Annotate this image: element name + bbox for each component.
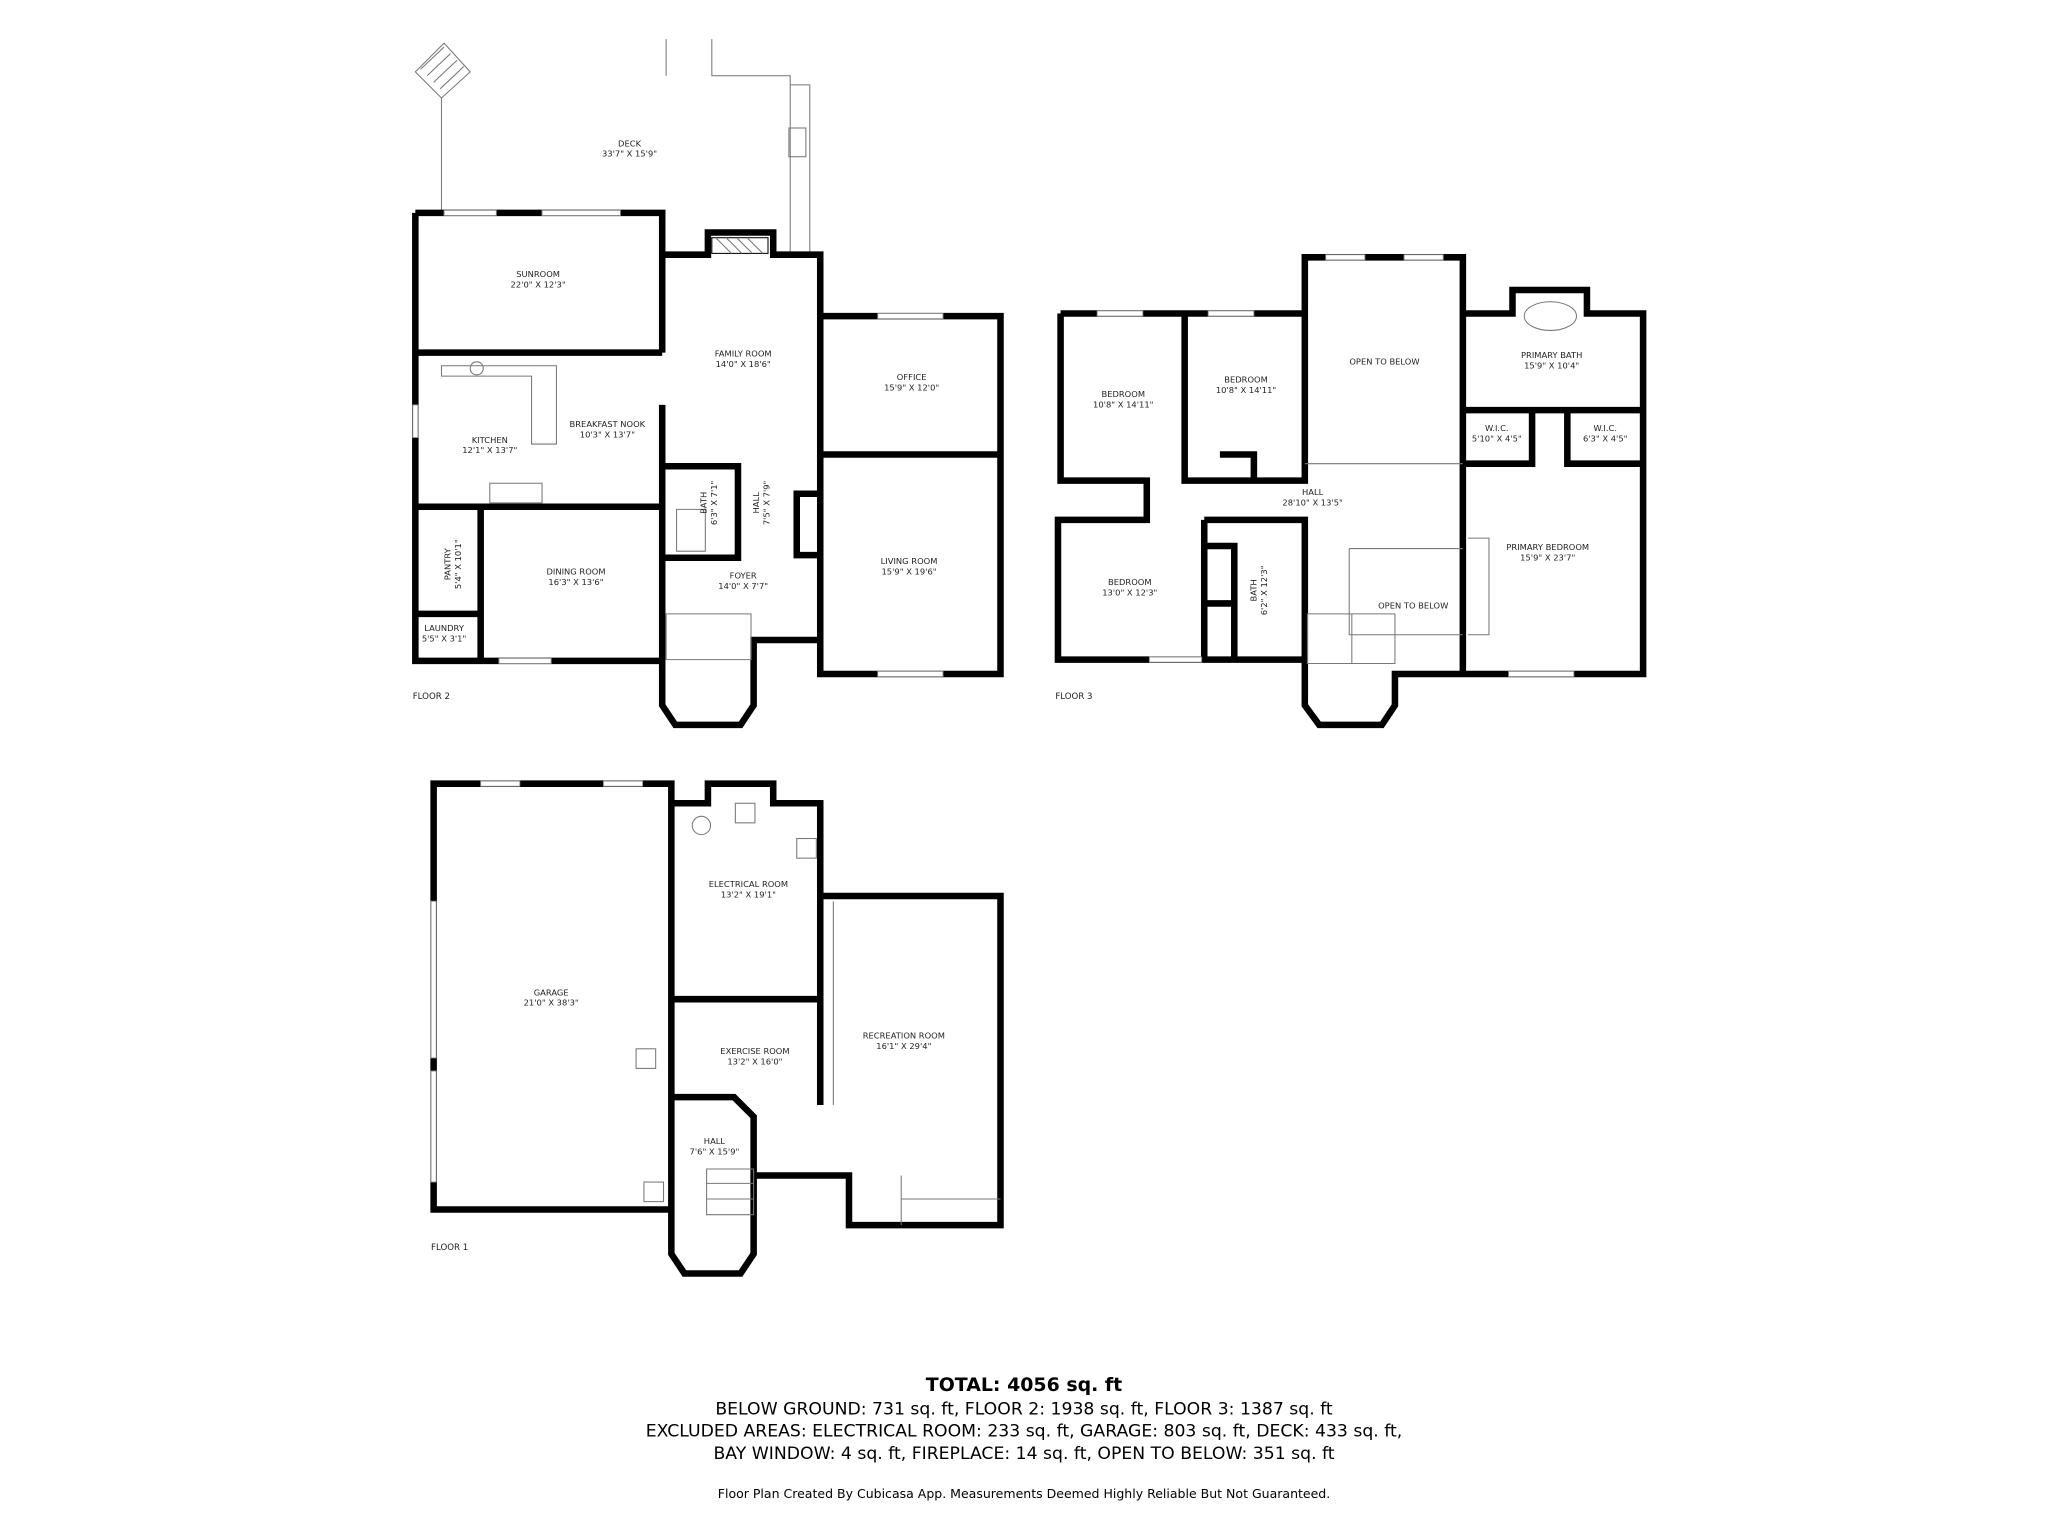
stove-icon xyxy=(469,361,484,376)
floor-label: FLOOR 3 xyxy=(1055,692,1092,702)
floor-3-walls xyxy=(1054,254,1647,729)
room-label: SUNROOM xyxy=(516,269,560,279)
room-dims: 15'9" X 23'7" xyxy=(1520,552,1575,562)
room-dims: 6'3" X 4'5" xyxy=(1583,433,1628,443)
room-dims: 5'10" X 4'5" xyxy=(1472,433,1522,443)
room-dims: 33'7" X 15'9" xyxy=(602,149,657,159)
deck-stair-icon xyxy=(420,46,465,90)
excluded-areas-cont: BAY WINDOW: 4 sq. ft, FIREPLACE: 14 sq. … xyxy=(713,1444,1334,1464)
room-label: BREAKFAST NOOK xyxy=(570,419,646,429)
room-dims: 16'1" X 29'4" xyxy=(876,1041,931,1051)
room-dims: 5'5" X 3'1" xyxy=(422,633,467,643)
floor-1-plan: GARAGE 21'0" X 38'3" ELECTRICAL ROOM 13'… xyxy=(430,780,1004,1277)
room-label: HALL xyxy=(751,492,761,514)
room-dims: 13'0" X 12'3" xyxy=(1102,588,1157,598)
room-dims: 15'9" X 12'0" xyxy=(884,383,939,393)
floor-1-walls xyxy=(430,780,1004,1277)
excluded-areas: EXCLUDED AREAS: ELECTRICAL ROOM: 233 sq.… xyxy=(646,1422,1403,1442)
room-dims: 14'0" X 18'6" xyxy=(716,359,771,369)
room-dims: 13'2" X 19'1" xyxy=(721,889,776,899)
room-dims: 22'0" X 12'3" xyxy=(511,279,566,289)
room-dims: 7'5" X 7'9" xyxy=(761,480,771,525)
room-label: LAUNDRY xyxy=(424,623,465,633)
room-label: ELECTRICAL ROOM xyxy=(709,879,788,889)
deck-outline xyxy=(414,39,811,256)
room-label: PRIMARY BATH xyxy=(1521,350,1582,360)
room-dims: 10'8" X 14'11" xyxy=(1216,385,1277,395)
room-label: DECK xyxy=(618,138,642,148)
grill-icon xyxy=(788,127,807,158)
room-label: FAMILY ROOM xyxy=(715,349,772,359)
room-label: W.I.C. xyxy=(1485,423,1509,433)
room-dims: 6'3" X 7'1" xyxy=(709,480,719,525)
room-label: W.I.C. xyxy=(1593,423,1617,433)
floor-3-plan: BEDROOM 10'8" X 14'11" BEDROOM 10'8" X 1… xyxy=(1054,254,1647,729)
total-area: TOTAL: 4056 sq. ft xyxy=(926,1374,1122,1396)
room-dims: 13'2" X 16'0" xyxy=(727,1056,782,1066)
room-label: GARAGE xyxy=(534,987,569,997)
floor-label: FLOOR 2 xyxy=(413,692,450,702)
room-label: OPEN TO BELOW xyxy=(1349,356,1419,366)
room-dims: 21'0" X 38'3" xyxy=(524,998,579,1008)
water-heater-icon xyxy=(691,815,712,836)
room-label: OPEN TO BELOW xyxy=(1378,601,1448,611)
room-label: BEDROOM xyxy=(1224,375,1268,385)
floor-label: FLOOR 1 xyxy=(431,1243,468,1253)
room-label: FOYER xyxy=(730,571,757,581)
room-dims: 16'3" X 13'6" xyxy=(548,577,603,587)
room-label: PRIMARY BEDROOM xyxy=(1506,542,1589,552)
room-dims: 14'0" X 7'7" xyxy=(718,581,768,591)
floor-2-walls xyxy=(412,209,1004,729)
room-label: OFFICE xyxy=(897,372,927,382)
room-label: KITCHEN xyxy=(472,435,508,445)
area-breakdown: BELOW GROUND: 731 sq. ft, FLOOR 2: 1938 … xyxy=(715,1400,1333,1420)
room-label: DINING ROOM xyxy=(546,567,605,577)
room-dims: 28'10" X 13'5" xyxy=(1282,497,1343,507)
room-label: BEDROOM xyxy=(1108,577,1152,587)
room-label: BATH xyxy=(1248,579,1258,601)
room-dims: 10'3" X 13'7" xyxy=(580,430,635,440)
room-dims: 7'6" X 15'9" xyxy=(690,1147,740,1157)
fireplace-icon xyxy=(711,237,769,254)
room-label: EXERCISE ROOM xyxy=(720,1046,789,1056)
room-dims: 15'9" X 19'6" xyxy=(881,567,936,577)
room-label: RECREATION ROOM xyxy=(863,1030,945,1040)
room-dims: 6'2" X 12'3" xyxy=(1259,565,1269,615)
floor-2-plan: DECK 33'7" X 15'9" SUNROOM 22'0" X 12'3"… xyxy=(412,39,1004,729)
disclaimer: Floor Plan Created By Cubicasa App. Meas… xyxy=(718,1486,1330,1501)
room-dims: 15'9" X 10'4" xyxy=(1524,360,1579,370)
room-label: BATH xyxy=(699,492,709,514)
room-dims: 12'1" X 13'7" xyxy=(462,445,517,455)
room-label: HALL xyxy=(1302,487,1324,497)
bathtub-icon xyxy=(1523,301,1578,331)
room-dims: 10'8" X 14'11" xyxy=(1093,400,1154,410)
room-label: BEDROOM xyxy=(1101,389,1145,399)
room-label: HALL xyxy=(704,1136,726,1146)
room-label: PANTRY xyxy=(443,547,453,580)
room-dims: 5'4" X 10'1" xyxy=(453,539,463,589)
room-label: LIVING ROOM xyxy=(881,556,938,566)
